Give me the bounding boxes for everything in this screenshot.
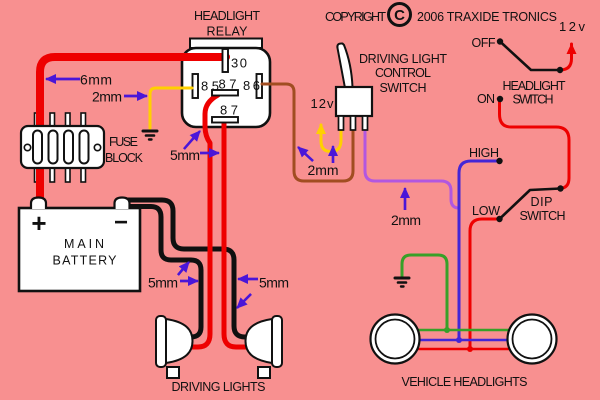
dip-switch-label-line2: SWITCH — [520, 209, 566, 223]
wire-relay-87-driving-lights — [182, 92, 255, 350]
fuse-block-label-line1: FUSE — [109, 135, 138, 149]
wire-green-headlight-ground — [400, 253, 449, 332]
lamp-right-foot — [257, 366, 271, 379]
dip-switch — [496, 157, 564, 223]
relay-pin-30-label: 30 — [231, 56, 247, 71]
relay-title-line1: HEADLIGHT — [194, 9, 260, 23]
lamp-left-lens — [155, 315, 167, 368]
dip-switch-arm — [498, 187, 562, 221]
headlight-bus-wires — [405, 328, 522, 351]
gauge-2mm-switch-label: 2mm — [308, 162, 339, 178]
driving-lights — [155, 315, 283, 379]
lamp-right-body — [244, 317, 273, 365]
vehicle-headlights-label: VEHICLE HEADLIGHTS — [402, 375, 528, 389]
headlight-switch-arm — [498, 40, 562, 72]
dip-switch-pivot — [557, 185, 564, 192]
headlight-switch — [496, 38, 564, 103]
battery-negative-label: − — [114, 209, 128, 236]
driving-light-control-switch — [334, 42, 374, 131]
control-switch-label-line1: DRIVING LIGHT — [359, 52, 447, 66]
wire-brown-relay-86 — [260, 82, 355, 183]
headlight-switch-label-line2: SWITCH — [513, 93, 554, 107]
dip-switch-high-label: HIGH — [469, 146, 499, 160]
copyright-symbol: C — [394, 7, 405, 24]
gauge-arrows — [45, 74, 410, 309]
lamp-left-body — [165, 317, 194, 365]
toggle-lever — [336, 42, 354, 89]
junction-green — [444, 327, 450, 333]
lamp-right-lens — [271, 315, 283, 368]
battery-label-line2: BATTERY — [53, 254, 118, 268]
fuse-block-hole-left — [23, 143, 32, 152]
copyright-icon — [387, 2, 412, 27]
wire-blue-high-beam — [457, 159, 499, 342]
dip-switch-label-line1: DIP — [531, 195, 553, 209]
gauge-6mm-label: 6mm — [80, 72, 112, 88]
copyright-rest: 2006 TRAXIDE TRONICS — [417, 10, 557, 24]
lamp-left-foot — [166, 366, 180, 379]
junction-red — [467, 346, 473, 352]
headlight-switch-on-contact — [496, 95, 504, 103]
gauge-2mm-fuse-label: 2mm — [92, 89, 122, 105]
headlight-switch-off-contact — [496, 38, 504, 45]
battery-label-line1: MAIN — [64, 237, 104, 251]
battery-positive-label: + — [31, 208, 46, 238]
dip-switch-low-label: LOW — [472, 204, 500, 218]
gauge-5mm-relay-label: 5mm — [170, 147, 200, 163]
wire-battery-negative — [117, 197, 255, 340]
dip-switch-low-contact — [496, 215, 503, 223]
wire-battery-positive-6mm — [36, 53, 230, 208]
driving-lights-label: DRIVING LIGHTS — [172, 380, 266, 394]
control-switch-label-line2: CONTROL — [375, 66, 431, 80]
headlight-switch-on-label: ON — [477, 92, 495, 106]
toggle-body — [334, 85, 374, 118]
headlight-switch-pivot — [556, 66, 564, 74]
headlight-switch-12v-label: 12v — [559, 19, 586, 34]
ground-symbol-headlights — [393, 276, 411, 288]
copyright-word: COPYRIGHT — [325, 10, 386, 24]
battery-positive-terminal — [29, 196, 48, 209]
relay-pins — [191, 48, 263, 124]
relay-title-line2: RELAY — [207, 25, 249, 39]
main-battery — [17, 196, 142, 293]
dip-switch-high-contact — [496, 157, 503, 165]
battery-negative-terminal — [113, 196, 131, 209]
gauge-5mm-right-label: 5mm — [259, 275, 289, 291]
junction-blue — [456, 337, 462, 343]
fuse-block-label-line2: BLOCK — [105, 151, 144, 165]
control-switch-12v-label: 12v — [311, 96, 335, 111]
control-switch-label-line3: SWITCH — [380, 81, 427, 95]
headlight-switch-off-label: OFF — [472, 36, 496, 50]
wire-purple-control-switch — [363, 128, 460, 210]
vehicle-headlights — [369, 313, 558, 365]
headlight-switch-label-line1: HEADLIGHT — [503, 79, 566, 93]
gauge-5mm-left-label: 5mm — [148, 275, 178, 291]
wire-red-low-beam — [468, 217, 499, 351]
gauge-2mm-purple-label: 2mm — [391, 212, 421, 228]
fuse-block-hole-right — [93, 143, 102, 152]
fuse-block — [19, 124, 106, 170]
ground-symbol-relay-85 — [141, 129, 159, 141]
